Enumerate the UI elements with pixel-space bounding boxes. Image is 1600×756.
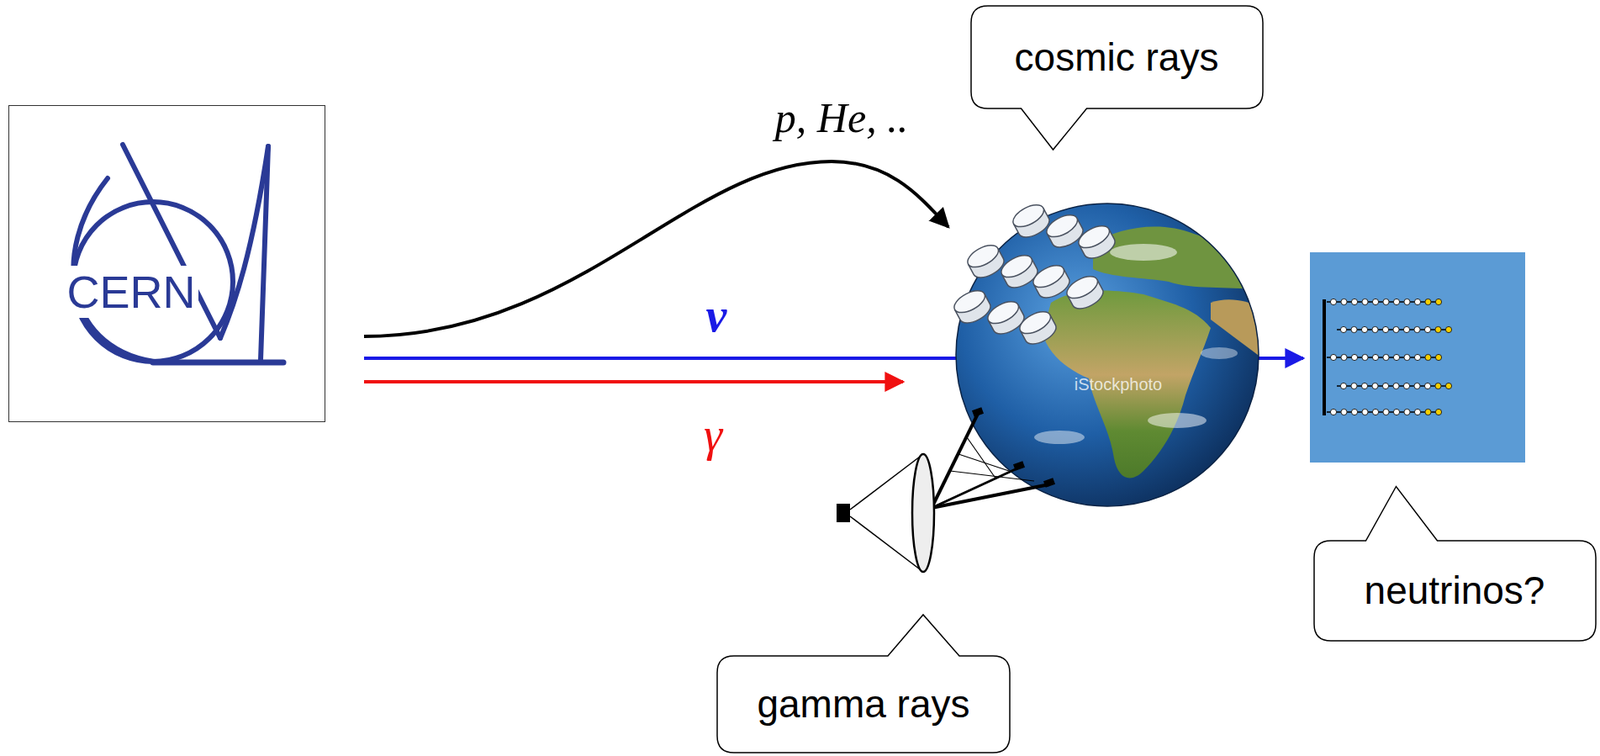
cosmic-ray-path — [364, 161, 949, 337]
callout-shape — [971, 5, 1263, 150]
earth — [955, 203, 1262, 507]
callout-bubble: gamma rays — [717, 655, 1010, 753]
gamma-symbol: γ — [703, 409, 723, 462]
callout-text: neutrinos? — [1364, 568, 1546, 613]
detector-string — [1326, 298, 1442, 305]
detector-string — [1336, 382, 1453, 389]
particle-label: p, He, .. — [775, 95, 909, 142]
callout-bubble: cosmic rays — [971, 5, 1263, 109]
logo-box: CERN — [8, 105, 326, 423]
callout-shape — [717, 614, 1010, 753]
detector-string — [1326, 408, 1442, 415]
cosmic-ray-detectors — [950, 200, 1119, 349]
neutrino-detector — [1309, 252, 1526, 463]
gamma-beam — [364, 380, 903, 384]
neutrino-symbol: ν — [706, 290, 728, 343]
detector-string — [1326, 353, 1442, 360]
callout-bubble: neutrinos? — [1314, 540, 1596, 641]
callout-text: cosmic rays — [1014, 35, 1220, 80]
detector-string — [1336, 326, 1453, 333]
gamma-telescope — [836, 406, 1056, 572]
callout-text: gamma rays — [756, 681, 970, 727]
watermark: iStockphoto — [1074, 374, 1163, 394]
logo-text: CERN — [63, 265, 198, 318]
cern-logo — [73, 144, 284, 363]
callout-shape — [1314, 485, 1596, 641]
